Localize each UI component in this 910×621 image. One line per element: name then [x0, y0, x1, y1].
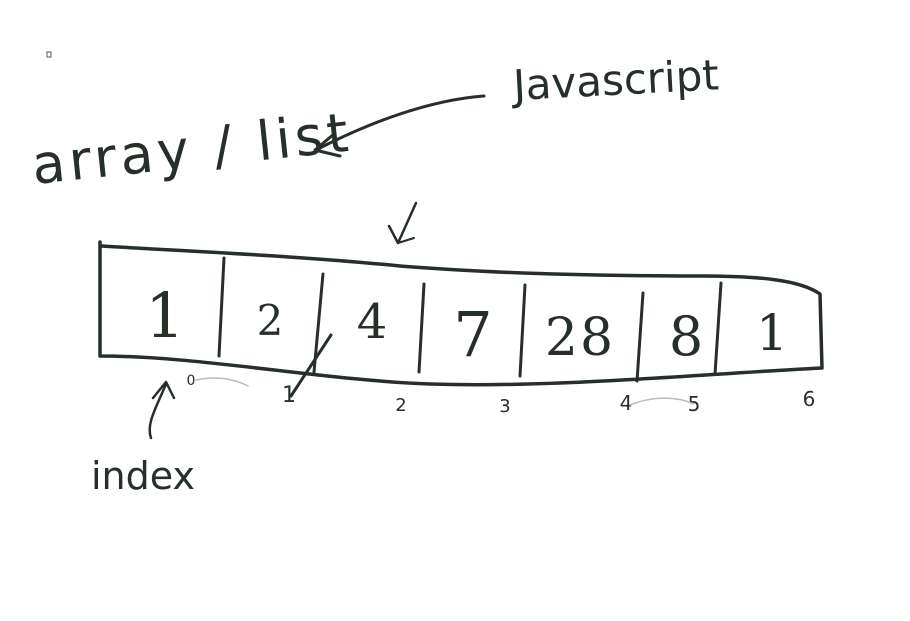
check-mark: [387, 201, 418, 245]
faint-index-connector: [629, 397, 695, 406]
index-arrow: [148, 382, 168, 440]
array-divider-6: [713, 281, 723, 376]
language-arrow-head: [313, 132, 342, 158]
index-label: 1: [282, 383, 296, 408]
array-value: 28: [545, 308, 615, 368]
array-value: 4: [357, 294, 388, 350]
array-divider-3: [417, 282, 426, 374]
language-label: Javascript: [509, 50, 720, 110]
array-divider-2: [312, 272, 325, 374]
title-label: array / list: [29, 101, 355, 197]
index-label: 6: [803, 387, 816, 411]
index-label: 3: [499, 396, 510, 417]
faint-index-connector: [195, 377, 249, 387]
index-label: 2: [395, 395, 406, 416]
array-divider-5: [635, 291, 645, 383]
array-value: 8: [669, 305, 703, 368]
array-value: 1: [756, 304, 788, 362]
array-outline: [98, 240, 824, 387]
check-mark-tail: [397, 237, 415, 244]
index-arrow-head: [151, 380, 176, 400]
strike-slash: [289, 333, 333, 398]
array-value: 7: [453, 298, 492, 371]
array-value: 1: [145, 279, 184, 352]
array-divider-4: [518, 283, 527, 378]
stray-mark: [46, 51, 52, 58]
index-label: 4: [620, 391, 633, 415]
index-label: 0: [187, 373, 196, 389]
language-arrow: [314, 94, 486, 152]
array-value: 2: [257, 296, 284, 345]
array-divider-1: [217, 256, 226, 358]
index-caption: index: [91, 454, 195, 498]
